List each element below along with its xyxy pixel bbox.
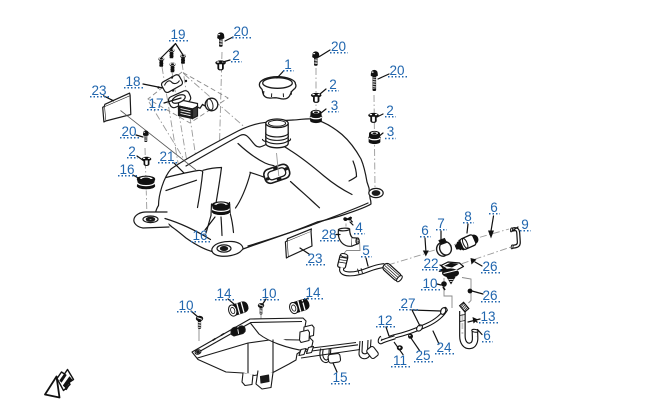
svg-text:21: 21	[159, 149, 174, 164]
svg-text:20: 20	[233, 24, 248, 39]
svg-text:3: 3	[387, 124, 395, 139]
svg-text:6: 6	[421, 223, 429, 238]
svg-text:20: 20	[389, 63, 404, 78]
svg-text:16: 16	[119, 162, 134, 177]
svg-text:6: 6	[483, 328, 491, 343]
svg-text:9: 9	[521, 217, 529, 232]
svg-text:19: 19	[170, 27, 185, 42]
svg-text:20: 20	[121, 124, 136, 139]
svg-text:2: 2	[386, 103, 394, 118]
svg-text:23: 23	[307, 251, 322, 266]
svg-text:2: 2	[128, 144, 136, 159]
svg-text:18: 18	[125, 74, 140, 89]
svg-text:12: 12	[377, 313, 392, 328]
svg-text:13: 13	[480, 309, 495, 324]
svg-text:5: 5	[362, 243, 370, 258]
svg-text:11: 11	[393, 353, 407, 368]
svg-text:8: 8	[464, 209, 472, 224]
svg-text:16: 16	[192, 228, 207, 243]
svg-text:23: 23	[91, 83, 106, 98]
svg-text:26: 26	[482, 259, 497, 274]
svg-text:10: 10	[261, 286, 276, 301]
svg-text:17: 17	[148, 96, 163, 111]
svg-text:2: 2	[232, 48, 240, 63]
svg-text:22: 22	[423, 256, 438, 271]
svg-text:2: 2	[329, 77, 337, 92]
svg-text:4: 4	[355, 220, 363, 235]
svg-text:20: 20	[331, 39, 346, 54]
svg-text:3: 3	[331, 98, 339, 113]
svg-text:24: 24	[436, 340, 452, 355]
svg-text:14: 14	[305, 285, 321, 300]
svg-text:28: 28	[321, 227, 336, 242]
svg-text:15: 15	[332, 370, 347, 385]
svg-text:7: 7	[437, 216, 445, 231]
svg-text:1: 1	[284, 57, 292, 72]
svg-text:27: 27	[400, 296, 415, 311]
svg-text:6: 6	[490, 200, 498, 215]
svg-text:26: 26	[482, 288, 497, 303]
svg-text:25: 25	[415, 348, 430, 363]
svg-text:10: 10	[422, 276, 437, 291]
svg-text:10: 10	[178, 298, 193, 313]
svg-text:14: 14	[216, 286, 232, 301]
